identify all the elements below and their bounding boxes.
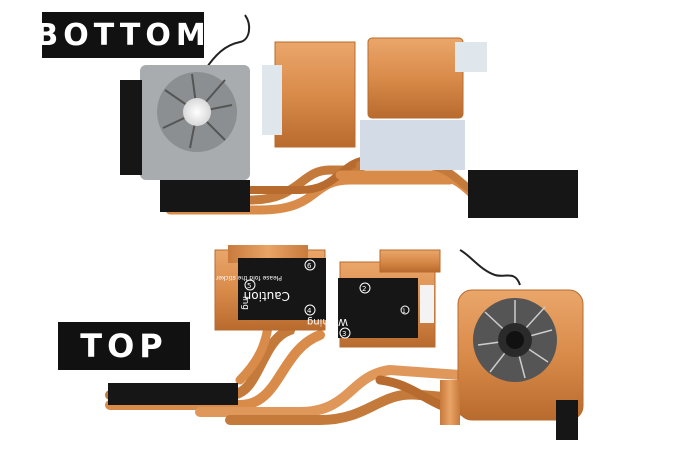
svg-text:1: 1: [402, 308, 406, 315]
bottom-label: BOTTOM: [35, 12, 206, 58]
svg-text:4: 4: [307, 307, 312, 315]
top-fan-cable: [459, 249, 521, 286]
top-cpu-plate-upper: [379, 249, 441, 273]
bottom-thermal-film: [262, 65, 282, 135]
bottom-fin-stack-left: [120, 80, 142, 175]
svg-text:Caution: Caution: [244, 289, 290, 303]
bottom-fin-stack-right: [468, 170, 578, 218]
bottom-film-right: [455, 42, 487, 72]
top-fin-stack-left: [108, 383, 238, 405]
caution-sticker: Caution Please fold the sticker 5 6 4 in…: [215, 258, 326, 320]
warning-sticker: Warning 2 3 1: [307, 278, 418, 339]
bottom-fin-stack-bottom: [160, 180, 250, 212]
top-label: TOP: [58, 322, 190, 370]
svg-text:3: 3: [342, 330, 346, 338]
svg-text:Warning: Warning: [307, 316, 348, 327]
top-fin-stack-right: [556, 400, 578, 440]
svg-text:6: 6: [307, 262, 312, 270]
top-fan-hub-center: [506, 331, 524, 349]
svg-text:Please fold the sticker: Please fold the sticker: [215, 274, 282, 281]
bottom-fan-hub: [183, 98, 211, 126]
top-assembly: Caution Please fold the sticker 5 6 4 in…: [105, 245, 584, 440]
svg-text:2: 2: [362, 285, 366, 293]
fan-cable: [204, 14, 251, 71]
bottom-gpu-plate: [274, 41, 356, 148]
small-barcode-label: [420, 285, 434, 323]
bottom-shim: [360, 120, 465, 170]
svg-text:ing: ing: [240, 296, 250, 310]
bottom-cpu-plate: [367, 37, 464, 119]
svg-text:5: 5: [247, 282, 251, 290]
bottom-assembly: [120, 14, 578, 218]
top-fin-stack-mid: [440, 380, 460, 425]
